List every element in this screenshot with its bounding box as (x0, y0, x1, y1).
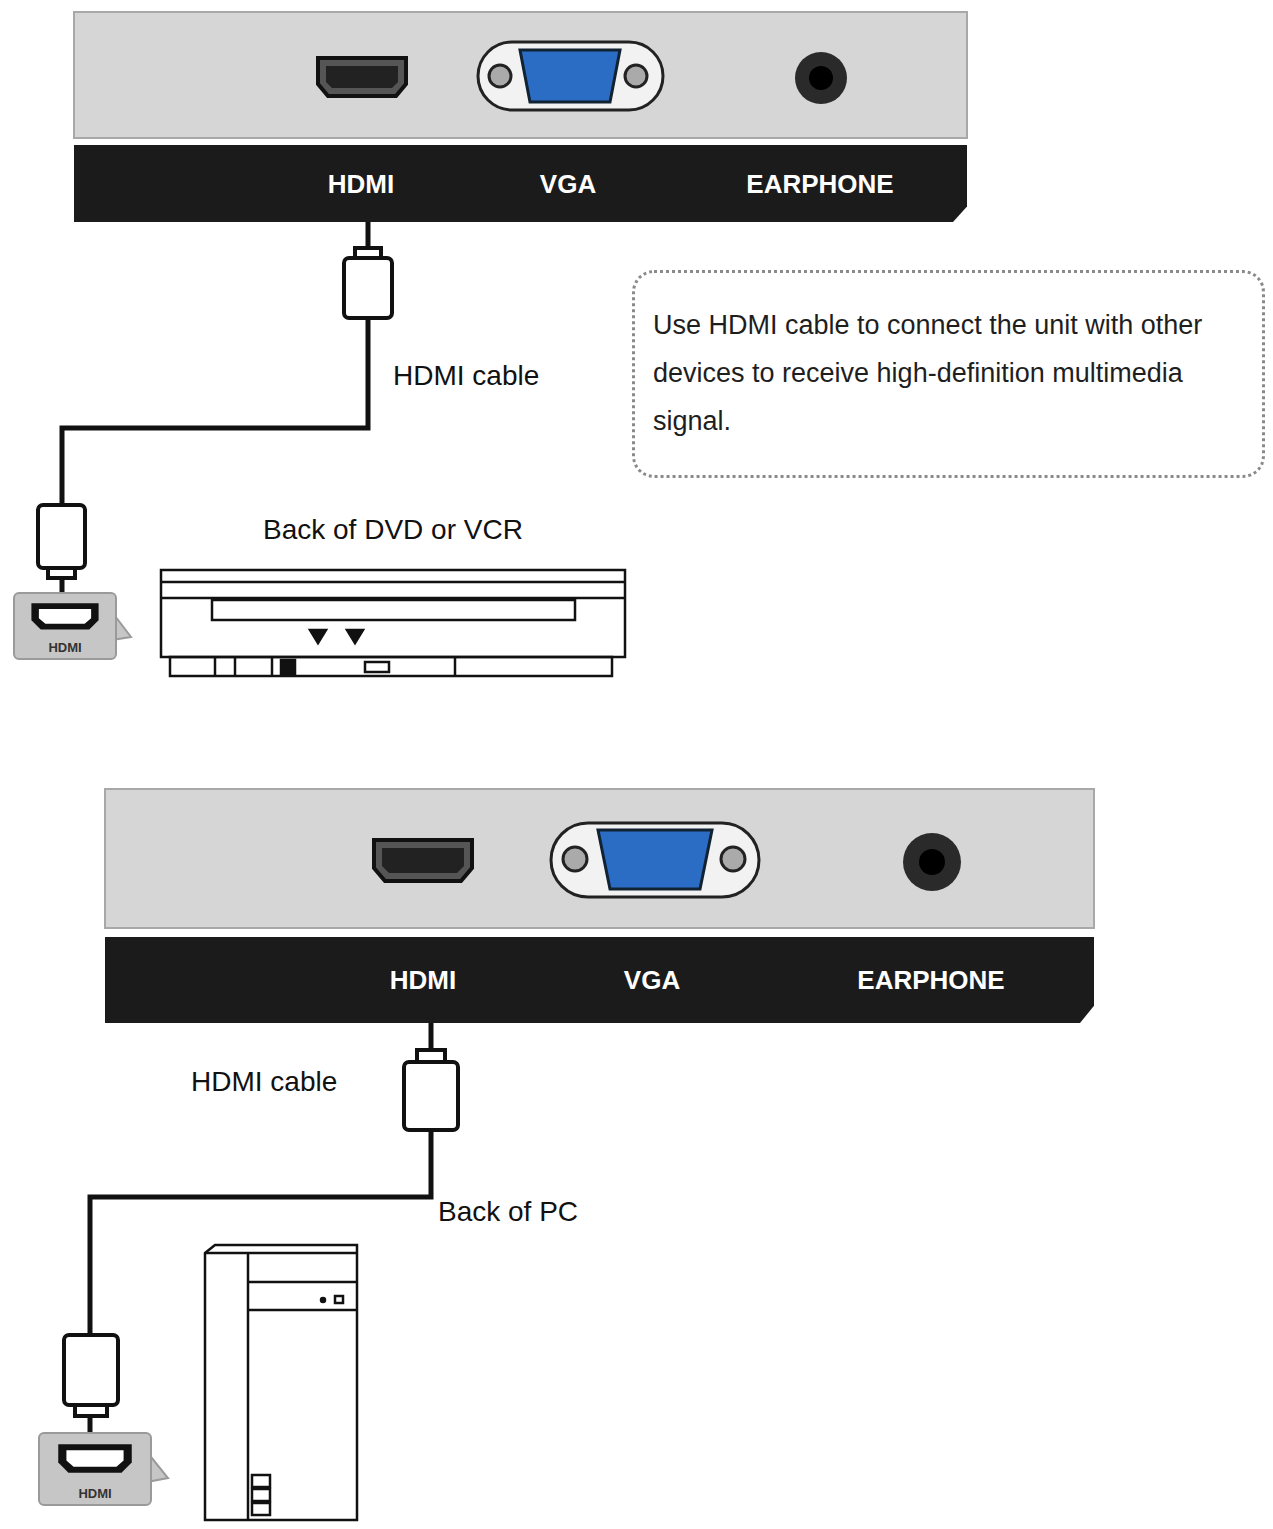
cable-label: HDMI cable (188, 1066, 340, 1098)
port-label-band: HDMI VGA EARPHONE (105, 937, 1094, 1023)
note-box: Use HDMI cable to connect the unit with … (632, 270, 1265, 478)
note-text: Use HDMI cable to connect the unit with … (653, 301, 1242, 445)
dvd-player (271, 657, 274, 676)
hdmi-plug (344, 258, 392, 318)
dvd-player (161, 570, 625, 657)
pc-tower (252, 1475, 270, 1487)
dvd-player (212, 600, 575, 620)
dvd-player (170, 657, 612, 676)
hdmi-port-symbol (39, 609, 91, 624)
tv-port-strip (563, 847, 587, 871)
port-label: VGA (624, 965, 680, 996)
hdmi-plug (64, 1335, 118, 1405)
tv-port-strip (318, 58, 406, 96)
port-label: VGA (540, 168, 596, 199)
dvd-player (161, 570, 625, 676)
hdmi-plug (38, 248, 458, 1416)
tv-port-strip (795, 52, 847, 104)
tv-port-strip (721, 847, 745, 871)
hdmi-plug (75, 1405, 107, 1416)
tv-port-strip (598, 830, 712, 889)
hdmi-port-symbol (31, 603, 98, 629)
port-label: HDMI (328, 168, 394, 199)
dvd-player (234, 657, 237, 676)
port-label: HDMI (15, 640, 115, 655)
tv-port-strip (919, 849, 945, 875)
dvd-player (161, 581, 625, 584)
port-label: HDMI (40, 1486, 150, 1501)
port-label: EARPHONE (746, 168, 893, 199)
hdmi-port-symbol (15, 594, 115, 639)
tv-port-strip (809, 66, 833, 90)
tv-port-strip (74, 12, 967, 138)
hdmi-port-symbol (66, 1450, 123, 1466)
tv-port-strip (489, 65, 511, 87)
dvd-player (454, 657, 457, 676)
tv-port-strip (903, 833, 961, 891)
hdmi-port-symbol (40, 1434, 150, 1483)
hdmi-port-icon: HDMI (13, 592, 117, 660)
dvd-player (365, 662, 389, 672)
tv-port-strip (105, 789, 1094, 928)
pc-tower (205, 1245, 357, 1520)
tv-port-strip (520, 50, 620, 102)
port-label-band: HDMI VGA EARPHONE (74, 145, 967, 222)
tv-port-strip (105, 789, 1094, 928)
pc-tower (321, 1298, 325, 1302)
dvd-player (347, 630, 363, 643)
port-label: HDMI (390, 965, 456, 996)
pc-tower (252, 1489, 270, 1501)
tv-port-strip (374, 840, 472, 881)
port-label: EARPHONE (857, 965, 1004, 996)
tv-port-strip (382, 848, 464, 873)
tv-port-strip (625, 65, 647, 87)
dvd-player (281, 660, 295, 674)
tv-port-strip (326, 66, 398, 88)
dvd-player (310, 630, 326, 643)
hdmi-cable (90, 1023, 431, 1432)
device-label: Back of PC (435, 1196, 581, 1228)
tv-port-strip (478, 42, 663, 110)
cable-label: HDMI cable (390, 360, 542, 392)
hdmi-port-symbol (58, 1444, 132, 1473)
callout-pointer (112, 612, 168, 1482)
pc-tower (252, 1503, 270, 1515)
hdmi-plug (38, 505, 85, 568)
pc-tower (205, 1245, 357, 1520)
hdmi-port-icon: HDMI (38, 1432, 152, 1506)
device-label: Back of DVD or VCR (260, 514, 526, 546)
pc-tower (205, 1252, 357, 1255)
tv-port-strip (74, 12, 967, 138)
pc-tower (248, 1309, 357, 1312)
dvd-player (214, 657, 217, 676)
hdmi-plug (48, 568, 75, 578)
pc-tower (247, 1253, 250, 1520)
hdmi-plug (404, 1062, 458, 1130)
tv-port-strip (551, 823, 759, 897)
pc-tower (248, 1281, 357, 1284)
pc-tower (335, 1296, 343, 1303)
